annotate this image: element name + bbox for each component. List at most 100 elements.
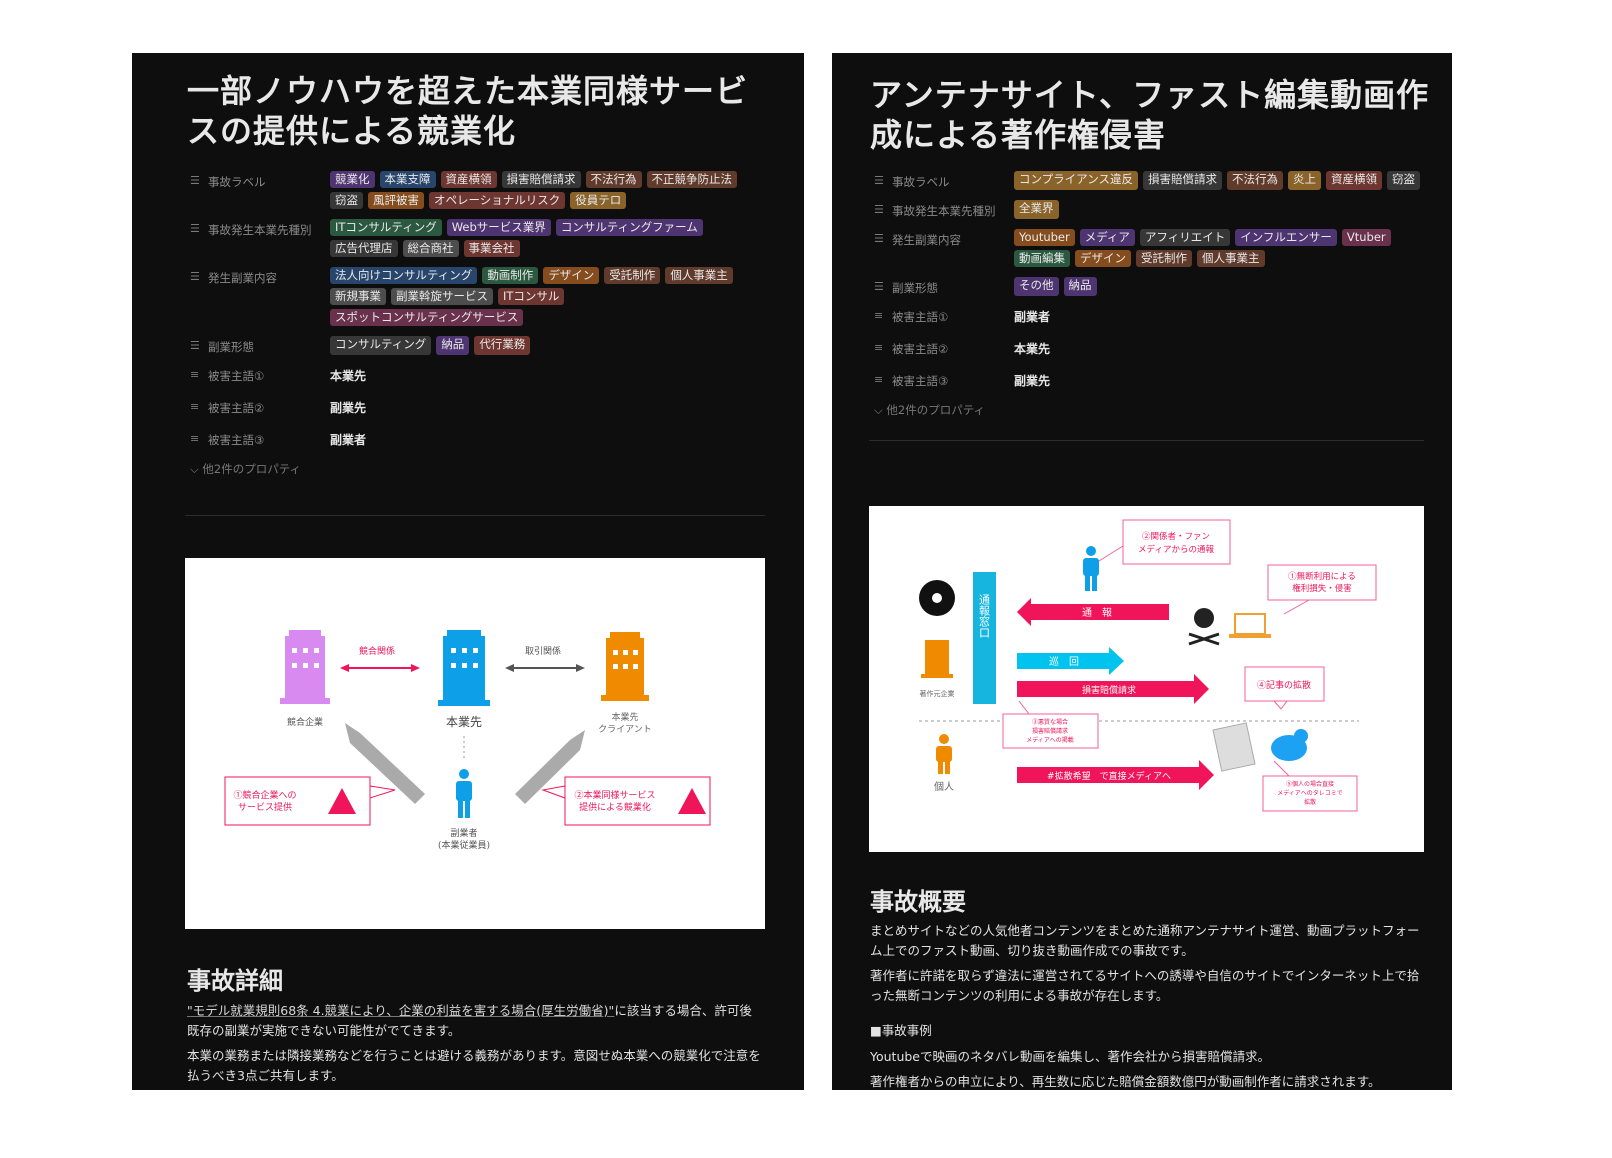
tag[interactable]: 損害賠償請求 <box>501 171 581 188</box>
tag[interactable]: 新規事業 <box>330 288 386 305</box>
tag[interactable]: 炎上 <box>1287 171 1321 190</box>
tag[interactable]: 資産横領 <box>1325 171 1382 190</box>
callout-2-text: メディアからの通報 <box>1138 544 1214 555</box>
tag[interactable]: スポットコンサルティングサービス <box>330 309 524 326</box>
callout-1 <box>224 776 396 826</box>
tag[interactable]: 風評被害 <box>368 192 424 209</box>
tag[interactable]: 動画編集 <box>1014 250 1070 267</box>
callout-3 <box>1002 700 1099 749</box>
property-value[interactable]: 本業先 <box>1014 338 1434 357</box>
divider <box>869 440 1424 441</box>
tag[interactable]: Vtuber <box>1341 229 1391 246</box>
tag[interactable]: その他 <box>1014 277 1059 296</box>
more-properties-toggle[interactable]: ⌵ 他2件のプロパティ <box>190 461 750 477</box>
property-value[interactable]: コンサルティング納品代行業務 <box>330 336 750 355</box>
property-value[interactable]: 全業界 <box>1014 200 1434 219</box>
property-label-text: 事故ラベル <box>208 175 266 189</box>
tag[interactable]: 副業斡旋サービス <box>391 288 493 305</box>
tag[interactable]: オペレーショナルリスク <box>429 192 566 209</box>
tag[interactable]: ITコンサルティング <box>330 219 442 236</box>
tag[interactable]: 全業界 <box>1014 200 1059 219</box>
tag[interactable]: インフルエンサー <box>1235 229 1337 246</box>
chevron-down-icon: ⌵ <box>190 462 203 476</box>
property-value[interactable]: 副業者 <box>330 429 750 448</box>
property-value[interactable]: 副業先 <box>1014 370 1434 389</box>
competitor-building-icon <box>280 630 330 704</box>
property-value[interactable]: 副業先 <box>330 397 750 416</box>
tag[interactable]: 役員テロ <box>570 192 627 209</box>
property-label: ☰事故ラベル <box>874 171 1014 190</box>
callout-2 <box>1098 519 1231 565</box>
main-employer-building-icon <box>438 630 490 706</box>
individual-label: 個人 <box>934 780 954 793</box>
paragraph: まとめサイトなどの人気他者コンテンツをまとめた通称アンテナサイト運営、動画プラッ… <box>870 923 1420 958</box>
tag[interactable]: メディア <box>1079 229 1135 246</box>
tag[interactable]: コンプライアンス違反 <box>1014 171 1138 190</box>
property-value[interactable]: 競業化本業支障資産横領損害賠償請求不法行為不正競争防止法窃盗風評被害オペレーショ… <box>330 171 750 209</box>
property-label: ≡被害主語② <box>190 397 330 416</box>
property-row[interactable]: ☰発生副業内容法人向けコンサルティング動画制作デザイン受託制作個人事業主新規事業… <box>190 267 750 326</box>
left-page-panel: 一部ノウハウを超えた本業同様サービスの提供による競業化 ☰事故ラベル競業化本業支… <box>132 53 804 1090</box>
tag[interactable]: 競業化 <box>330 171 375 188</box>
tag[interactable]: 損害賠償請求 <box>1142 171 1222 190</box>
tag[interactable]: 動画制作 <box>482 267 539 284</box>
patrol-label: 巡 回 <box>1049 656 1079 668</box>
trade-label: 取引関係 <box>525 646 561 657</box>
property-label-text: 被害主語① <box>208 369 265 383</box>
property-row[interactable]: ☰副業形態その他納品 <box>874 277 1434 296</box>
property-row[interactable]: ☰事故発生本業先種別全業界 <box>874 200 1434 219</box>
guideline-link[interactable]: "モデル就業規則68条 4.競業により、企業の利益を害する場合(厚生労働省)" <box>187 1003 615 1018</box>
tag[interactable]: 窃盗 <box>330 192 363 209</box>
property-value[interactable]: その他納品 <box>1014 277 1434 296</box>
tag[interactable]: コンサルティング <box>330 336 432 355</box>
tag[interactable]: 資産横領 <box>440 171 497 188</box>
tag[interactable]: ITコンサル <box>498 288 565 305</box>
property-label: ☰事故発生本業先種別 <box>874 200 1014 219</box>
property-value[interactable]: 副業者 <box>1014 306 1434 325</box>
property-row[interactable]: ☰事故ラベル競業化本業支障資産横領損害賠償請求不法行為不正競争防止法窃盗風評被害… <box>190 171 750 209</box>
tag[interactable]: デザイン <box>543 267 600 284</box>
tag[interactable]: 不法行為 <box>585 171 642 188</box>
tag[interactable]: 受託制作 <box>1136 250 1192 267</box>
tag[interactable]: 法人向けコンサルティング <box>330 267 478 284</box>
more-properties-label: 他2件のプロパティ <box>202 462 302 476</box>
tag[interactable]: アフィリエイト <box>1139 229 1231 246</box>
competitor-label: 競合企業 <box>287 716 323 728</box>
tag[interactable]: 不正競争防止法 <box>646 171 737 188</box>
property-value[interactable]: 法人向けコンサルティング動画制作デザイン受託制作個人事業主新規事業副業斡旋サービ… <box>330 267 750 326</box>
tag[interactable]: 不法行為 <box>1226 171 1283 190</box>
section-body: "モデル就業規則68条 4.競業により、企業の利益を害する場合(厚生労働省)"に… <box>187 1001 762 1090</box>
property-value[interactable]: コンプライアンス違反損害賠償請求不法行為炎上資産横領窃盗 <box>1014 171 1434 190</box>
tag[interactable]: 総合商社 <box>402 240 459 257</box>
more-properties-toggle[interactable]: ⌵ 他2件のプロパティ <box>874 402 1434 418</box>
tag[interactable]: 納品 <box>1063 277 1097 296</box>
property-value[interactable]: 本業先 <box>330 365 750 384</box>
tag[interactable]: デザイン <box>1075 250 1131 267</box>
tag[interactable]: 窃盗 <box>1386 171 1420 190</box>
tag[interactable]: Youtuber <box>1014 229 1075 246</box>
tag[interactable]: 事業会社 <box>463 240 520 257</box>
tag[interactable]: 個人事業主 <box>1197 250 1265 267</box>
tag[interactable]: Webサービス業界 <box>446 219 551 236</box>
property-row[interactable]: ☰副業形態コンサルティング納品代行業務 <box>190 336 750 355</box>
tag[interactable]: コンサルティングファーム <box>555 219 703 236</box>
tag[interactable]: 納品 <box>436 336 470 355</box>
tag[interactable]: 個人事業主 <box>665 267 733 284</box>
property-row[interactable]: ☰事故ラベルコンプライアンス違反損害賠償請求不法行為炎上資産横領窃盗 <box>874 171 1434 190</box>
tag[interactable]: 代行業務 <box>474 336 531 355</box>
case-heading: ■事故事例 <box>870 1023 932 1038</box>
tag[interactable]: 本業支障 <box>379 171 436 188</box>
tag[interactable]: 広告代理店 <box>330 240 398 257</box>
tag[interactable]: 受託制作 <box>604 267 661 284</box>
text-icon: ≡ <box>874 373 884 386</box>
